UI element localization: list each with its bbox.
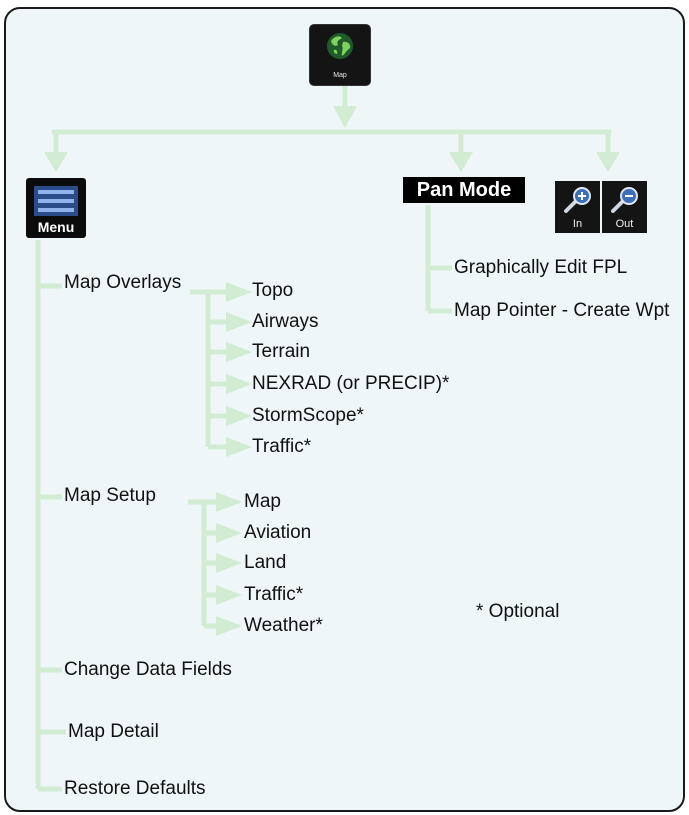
optional-footnote: * Optional xyxy=(476,601,560,622)
pan-item-map-pointer[interactable]: Map Pointer - Create Wpt xyxy=(454,300,670,321)
zoom-out-icon xyxy=(611,187,638,213)
map-caption: Map xyxy=(333,72,347,79)
menu-caption: Menu xyxy=(37,219,75,235)
setup-map[interactable]: Map xyxy=(244,491,281,512)
globe-icon xyxy=(327,33,353,59)
pan-mode-button[interactable]: Pan Mode xyxy=(403,177,525,203)
overlay-airways[interactable]: Airways xyxy=(252,311,319,332)
menu-button[interactable]: Menu xyxy=(26,178,86,238)
zoom-in-caption: In xyxy=(572,218,583,230)
setup-weather[interactable]: Weather* xyxy=(244,615,323,636)
zoom-out-button[interactable]: Out xyxy=(602,181,647,233)
menu-item-restore-defaults[interactable]: Restore Defaults xyxy=(64,778,206,799)
map-button[interactable]: Map xyxy=(310,25,370,85)
setup-aviation[interactable]: Aviation xyxy=(244,522,312,543)
overlay-terrain[interactable]: Terrain xyxy=(252,341,311,362)
setup-traffic[interactable]: Traffic* xyxy=(244,584,304,605)
overlay-nexrad[interactable]: NEXRAD (or PRECIP)* xyxy=(252,373,450,394)
menu-item-map-setup[interactable]: Map Setup xyxy=(64,485,156,506)
pan-item-edit-fpl[interactable]: Graphically Edit FPL xyxy=(454,257,628,278)
overlay-stormscope[interactable]: StormScope* xyxy=(252,405,364,426)
menu-icon xyxy=(34,186,78,216)
zoom-in-icon xyxy=(564,187,591,213)
menu-item-change-data-fields[interactable]: Change Data Fields xyxy=(64,659,232,680)
menu-item-map-detail[interactable]: Map Detail xyxy=(68,721,159,742)
overlay-topo[interactable]: Topo xyxy=(252,280,294,301)
setup-land[interactable]: Land xyxy=(244,552,287,573)
zoom-in-button[interactable]: In xyxy=(555,181,600,233)
diagram-frame xyxy=(4,7,685,812)
menu-item-map-overlays[interactable]: Map Overlays xyxy=(64,272,182,293)
overlay-traffic[interactable]: Traffic* xyxy=(252,436,312,457)
zoom-out-caption: Out xyxy=(615,218,634,230)
